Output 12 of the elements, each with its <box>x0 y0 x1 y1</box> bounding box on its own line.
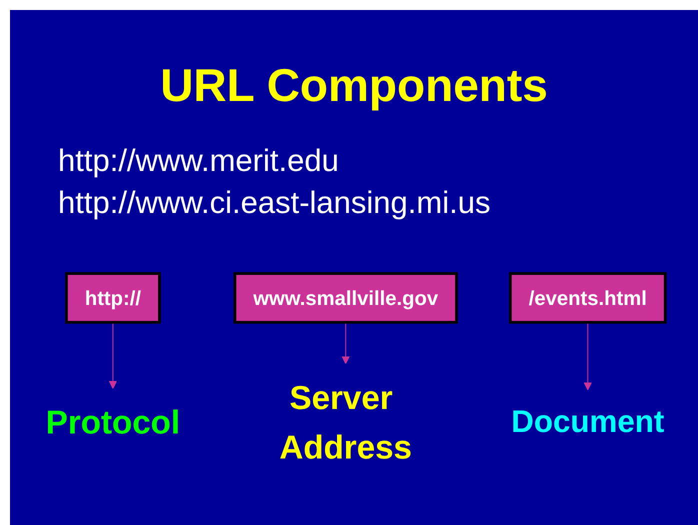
arrow <box>108 322 117 389</box>
node-box: www.smallville.gov <box>234 272 458 324</box>
node-box: http:// <box>65 272 161 324</box>
arrow <box>584 322 592 390</box>
url-example: http://www.merit.edu <box>58 142 340 180</box>
slide-title: URL Components <box>159 58 549 112</box>
node-text: Server Address <box>279 378 412 466</box>
node-box: /events.html <box>508 272 667 324</box>
url-example: http://www.ci.east-lansing.mi.us <box>58 184 490 222</box>
node-text: Protocol <box>46 403 180 441</box>
arrow <box>342 322 350 364</box>
node-text: Document <box>511 404 664 440</box>
